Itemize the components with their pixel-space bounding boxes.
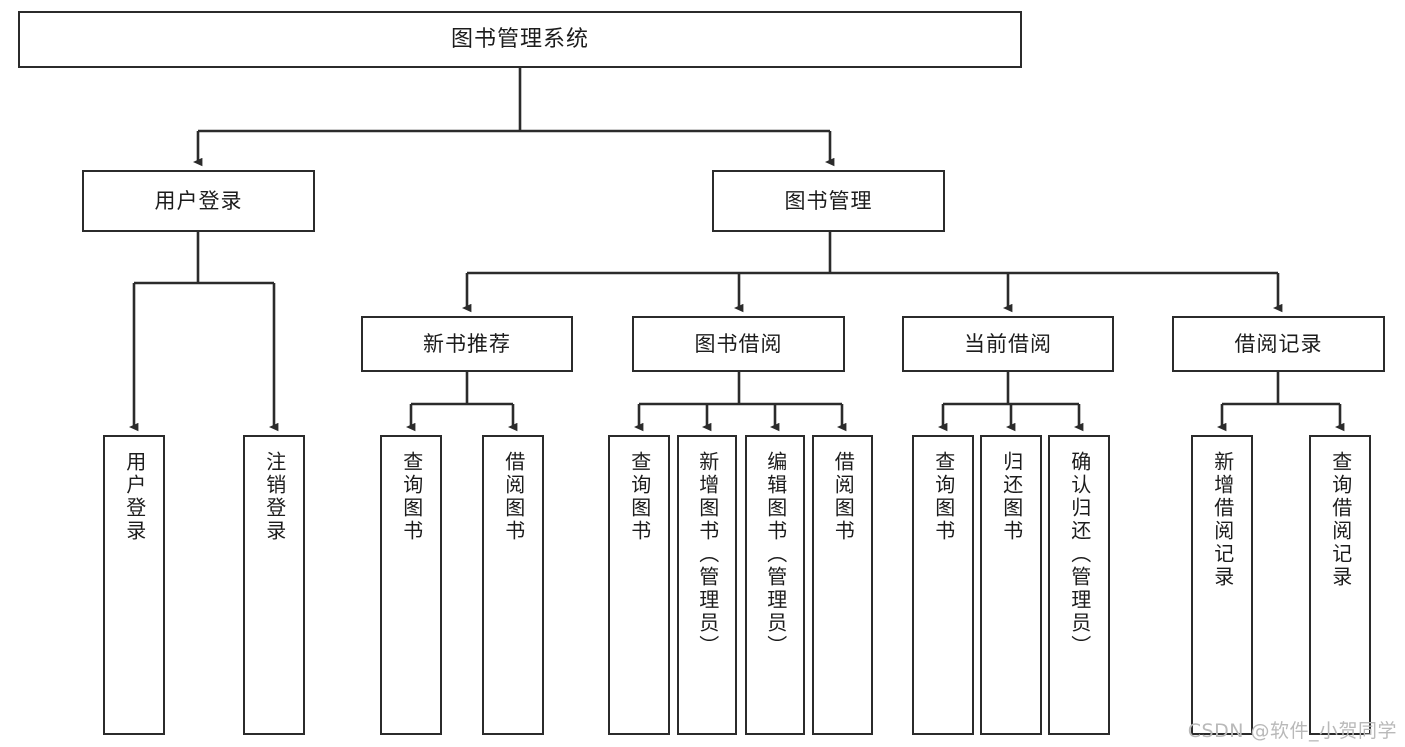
node-label: 图书借阅 bbox=[694, 331, 783, 356]
node-label: 借阅记录 bbox=[1234, 331, 1323, 356]
node-leaf-return-book[interactable]: 归还图书 bbox=[980, 435, 1042, 735]
node-label: 编辑图书（管理员） bbox=[763, 451, 788, 658]
node-current-borrow[interactable]: 当前借阅 bbox=[902, 316, 1114, 372]
node-book-borrow[interactable]: 图书借阅 bbox=[632, 316, 845, 372]
node-label: 归还图书 bbox=[999, 451, 1024, 543]
node-label: 借阅图书 bbox=[501, 451, 526, 543]
node-leaf-logout-login[interactable]: 注销登录 bbox=[243, 435, 305, 735]
node-label: 查询图书 bbox=[931, 451, 956, 543]
node-borrow-record[interactable]: 借阅记录 bbox=[1172, 316, 1385, 372]
node-leaf-query-record[interactable]: 查询借阅记录 bbox=[1309, 435, 1371, 735]
node-label: 查询借阅记录 bbox=[1328, 451, 1353, 589]
node-new-book-recommend[interactable]: 新书推荐 bbox=[361, 316, 573, 372]
node-label: 确认归还（管理员） bbox=[1067, 451, 1092, 658]
node-label: 用户登录 bbox=[154, 188, 243, 213]
node-label: 图书管理系统 bbox=[450, 26, 589, 52]
node-leaf-borrow-book-2[interactable]: 借阅图书 bbox=[812, 435, 873, 735]
node-user-login[interactable]: 用户登录 bbox=[82, 170, 315, 232]
node-leaf-borrow-book-1[interactable]: 借阅图书 bbox=[482, 435, 544, 735]
node-label: 查询图书 bbox=[399, 451, 424, 543]
node-label: 借阅图书 bbox=[831, 451, 856, 543]
node-label: 新增图书（管理员） bbox=[695, 451, 720, 658]
node-root-book-management-system[interactable]: 图书管理系统 bbox=[18, 11, 1022, 68]
node-label: 新书推荐 bbox=[423, 331, 511, 356]
node-leaf-user-login[interactable]: 用户登录 bbox=[103, 435, 165, 735]
node-label: 图书管理 bbox=[784, 188, 873, 213]
node-leaf-edit-book[interactable]: 编辑图书（管理员） bbox=[745, 435, 805, 735]
node-leaf-confirm-return[interactable]: 确认归还（管理员） bbox=[1048, 435, 1110, 735]
node-leaf-add-book[interactable]: 新增图书（管理员） bbox=[677, 435, 737, 735]
node-label: 新增借阅记录 bbox=[1210, 451, 1235, 589]
node-book-manage[interactable]: 图书管理 bbox=[712, 170, 945, 232]
node-label: 查询图书 bbox=[627, 451, 652, 543]
node-leaf-query-book-2[interactable]: 查询图书 bbox=[608, 435, 670, 735]
node-leaf-query-book-1[interactable]: 查询图书 bbox=[380, 435, 442, 735]
node-label: 用户登录 bbox=[122, 451, 147, 543]
node-label: 注销登录 bbox=[262, 451, 287, 543]
node-label: 当前借阅 bbox=[964, 331, 1052, 356]
node-leaf-query-book-3[interactable]: 查询图书 bbox=[912, 435, 974, 735]
node-leaf-add-record[interactable]: 新增借阅记录 bbox=[1191, 435, 1253, 735]
